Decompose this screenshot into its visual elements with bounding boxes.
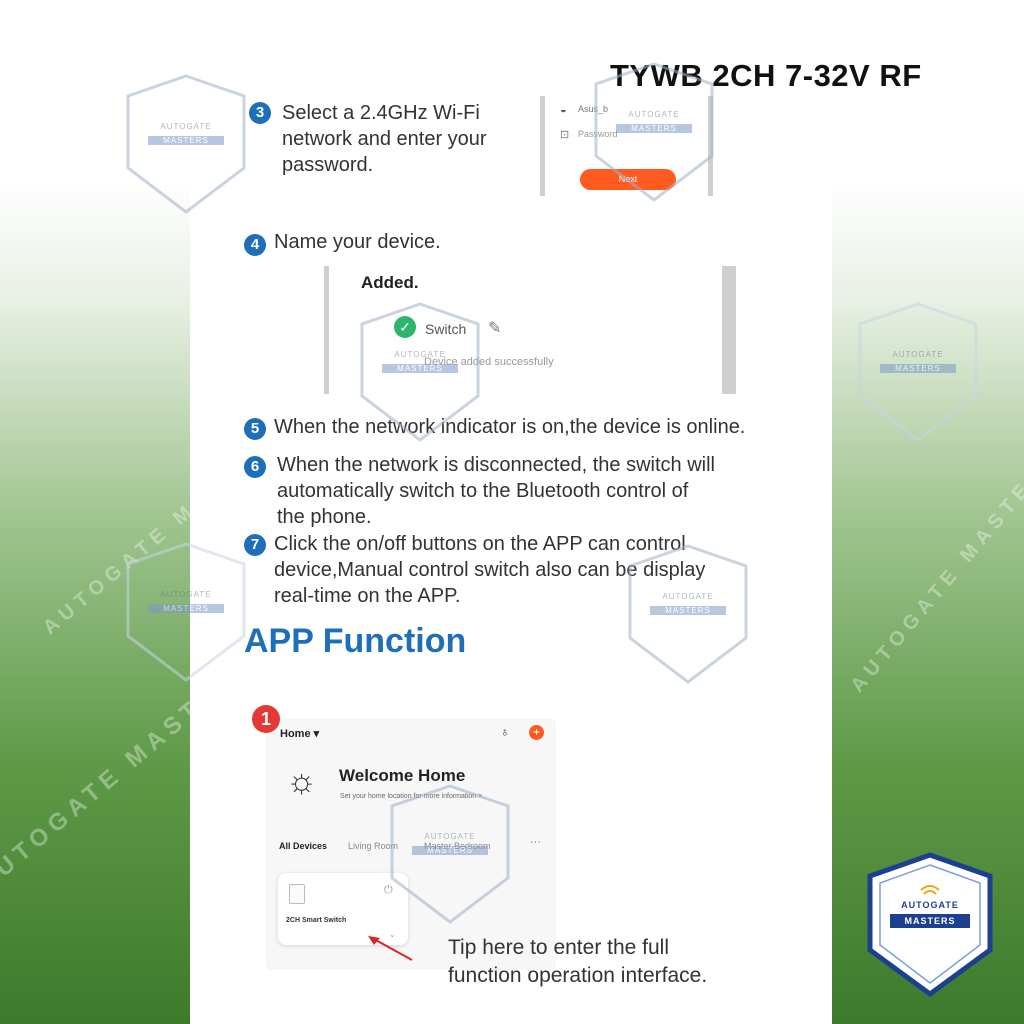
device-name-label: Switch [425,321,467,337]
step-5-line: When the network indicator is on,the dev… [274,416,746,438]
product-title: TYWB 2CH 7-32V RF [610,58,922,93]
watermark-bottom-text: MASTERS [650,606,726,615]
device-card-more-icon[interactable]: ⌄ [389,930,396,939]
tab-living-room[interactable]: Living Room [348,841,399,851]
watermark-bottom-text: MASTERS [148,604,224,613]
watermark-top-text: AUTOGATE [394,350,446,359]
switch-device-icon [289,884,305,904]
section-title: APP Function [244,622,467,660]
tab-all-devices[interactable]: All Devices [279,841,328,851]
step-6-number: 6 [244,456,266,478]
step-4-number: 4 [244,234,266,256]
step-4-line: Name your device. [274,231,441,253]
step-5-text: When the network indicator is on,the dev… [274,414,745,440]
microphone-icon[interactable]: ♁ [500,724,510,739]
added-heading: Added. [361,273,419,292]
watermark-bottom-text: MASTERS [412,846,488,855]
step-7-line: real-time on the APP. [274,585,461,607]
welcome-subtitle[interactable]: Set your home location for more informat… [340,793,483,800]
wifi-icon: ◒ [560,104,567,116]
step-7-line: Click the on/off buttons on the APP can … [274,533,686,555]
step-3-number: 3 [249,102,271,124]
step-7-line: device,Manual control switch also can be… [274,559,706,581]
step-6-text: When the network is disconnected, the sw… [277,452,715,530]
watermark-bottom-text: MASTERS [382,364,458,373]
logo-bottom-text: MASTERS [890,914,970,928]
watermark-bottom-text: MASTERS [880,364,956,373]
step-4-text: Name your device. [274,229,441,255]
watermark-bottom-text: MASTERS [616,124,692,133]
watermark-top-text: AUTOGATE [424,832,476,841]
watermark-diagonal-right: AUTOGATE MASTERS [846,445,1024,697]
added-screen-left-border [324,266,329,394]
welcome-title: Welcome Home [339,766,466,785]
watermark-shield: AUTOGATE MASTERS [124,72,248,216]
watermark-shield: AUTOGATE MASTERS [358,300,482,444]
home-selector[interactable]: Home ▾ [280,728,320,740]
watermark-top-text: AUTOGATE [892,350,944,359]
logo-top-text: AUTOGATE [901,900,959,910]
watermark-bottom-text: MASTERS [148,136,224,145]
watermark-shield: AUTOGATE MASTERS [124,540,248,684]
step-5-number: 5 [244,418,266,440]
step-3-line: password. [282,154,374,176]
wifi-screen-left-border [540,96,545,196]
tip-text: Tip here to enter the full function oper… [448,934,707,990]
watermark-top-text: AUTOGATE [160,590,212,599]
watermark-shield: AUTOGATE MASTERS [592,60,716,204]
check-icon: ✓ [394,316,416,338]
add-device-icon[interactable]: + [529,725,544,740]
lock-icon: ⊡ [560,129,570,141]
wifi-ssid: Asus_b [578,104,609,114]
more-tabs-icon[interactable]: ··· [530,836,541,848]
step-6-line: When the network is disconnected, the sw… [277,454,715,476]
step-3-line: Select a 2.4GHz Wi-Fi [282,102,480,124]
tip-line: Tip here to enter the full [448,936,670,959]
step-3-text: Select a 2.4GHz Wi-Fi network and enter … [282,100,487,178]
watermark-shield: AUTOGATE MASTERS [856,300,980,444]
power-icon[interactable]: ⏻ [384,884,393,896]
step-1-badge: 1 [252,705,280,733]
watermark-top-text: AUTOGATE [160,122,212,131]
brand-logo-shield: AUTOGATE MASTERS [866,852,994,998]
step-7-text: Click the on/off buttons on the APP can … [274,531,705,609]
watermark-top-text: AUTOGATE [662,592,714,601]
watermark-shield: AUTOGATE MASTERS [388,782,512,926]
added-screen-right-border [722,266,736,394]
device-card-name: 2CH Smart Switch [286,917,347,924]
watermark-top-text: AUTOGATE [628,110,680,119]
pointer-arrow [368,936,413,961]
step-3-line: network and enter your [282,128,487,150]
step-7-number: 7 [244,534,266,556]
step-6-line: the phone. [277,506,372,528]
edit-pencil-icon[interactable]: ✎ [488,320,502,337]
watermark-shield: AUTOGATE MASTERS [626,542,750,686]
password-field[interactable]: Password [578,129,618,139]
tip-line: function operation interface. [448,964,708,987]
weather-sun-icon: ☼ [286,762,318,800]
step-6-line: automatically switch to the Bluetooth co… [277,480,689,502]
